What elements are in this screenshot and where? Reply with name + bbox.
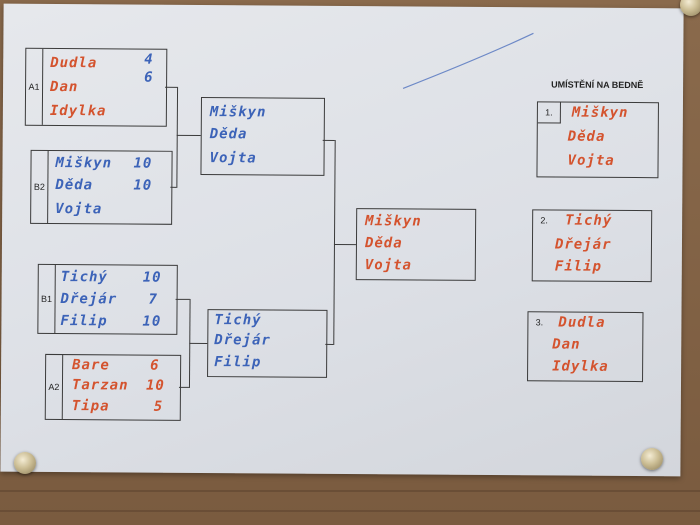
player-score: 6 bbox=[150, 357, 160, 374]
player-name: Filip bbox=[60, 313, 108, 330]
group-label: A1 bbox=[25, 48, 44, 125]
group-box-b2: B2 Miškyn Děda Vojta 10 10 bbox=[30, 149, 173, 225]
player-name: Tichý bbox=[60, 269, 108, 286]
player-score: 10 bbox=[145, 377, 165, 394]
player-score: 7 bbox=[148, 291, 159, 308]
bracket-line bbox=[176, 86, 179, 188]
player-name: Vojta bbox=[209, 150, 257, 167]
podium-place-1: 1. Miškyn Děda Vojta bbox=[536, 101, 659, 179]
player-name: Dřejár bbox=[214, 332, 271, 349]
player-name: Miškyn bbox=[571, 104, 629, 121]
bracket-line bbox=[325, 343, 334, 345]
player-name: Tarzan bbox=[71, 377, 129, 394]
player-name: Miškyn bbox=[209, 104, 267, 121]
bracket-line bbox=[165, 86, 178, 88]
player-name: Vojta bbox=[55, 200, 103, 218]
player-score: 10 bbox=[142, 313, 162, 330]
bracket-line bbox=[322, 139, 335, 141]
player-name: Dan bbox=[552, 336, 581, 353]
group-label: A2 bbox=[45, 354, 64, 420]
group-box-a2: A2 Bare Tarzan Tipa 6 10 5 bbox=[44, 353, 182, 421]
player-name: Děda bbox=[209, 126, 248, 143]
player-name: Filip bbox=[214, 354, 262, 371]
player-name: Tipa bbox=[71, 398, 110, 415]
player-name: Vojta bbox=[567, 152, 615, 169]
player-name: Idylka bbox=[49, 102, 107, 120]
group-label: B1 bbox=[38, 264, 56, 334]
place-rank: 3. bbox=[535, 317, 544, 328]
player-name: Dan bbox=[50, 78, 79, 96]
player-name: Bare bbox=[72, 357, 110, 374]
bracket-line bbox=[176, 134, 201, 137]
group-box-b1: B1 Tichý Dřejár Filip 10 7 10 bbox=[37, 263, 178, 335]
pen-stroke bbox=[402, 32, 534, 89]
bracket-line bbox=[189, 342, 208, 345]
player-name: Dřejár bbox=[60, 291, 118, 308]
player-name: Miškyn bbox=[55, 154, 113, 172]
bracket-line bbox=[333, 243, 356, 246]
player-name: Děda bbox=[364, 235, 403, 252]
player-name: Vojta bbox=[364, 257, 413, 274]
semifinal-box-1: Miškyn Děda Vojta bbox=[200, 97, 325, 176]
player-name: Dřejár bbox=[554, 236, 612, 253]
player-name: Děda bbox=[55, 176, 94, 194]
player-score: 5 bbox=[153, 398, 164, 415]
group-box-a1: A1 Dudla Dan Idylka 4 6 bbox=[24, 47, 168, 127]
thumbtack-icon bbox=[14, 452, 36, 474]
bracket-line bbox=[175, 298, 190, 300]
player-score: 10 bbox=[142, 269, 162, 286]
bracket-sheet: A1 Dudla Dan Idylka 4 6 B2 Miškyn Děda V… bbox=[0, 3, 684, 477]
bracket-line bbox=[178, 386, 189, 388]
player-name: Tichý bbox=[565, 212, 613, 229]
thumbtack-icon bbox=[680, 0, 700, 16]
bracket-line bbox=[333, 139, 336, 345]
place-rank: 1. bbox=[537, 102, 561, 124]
final-box: Miškyn Děda Vojta bbox=[355, 208, 477, 281]
semifinal-box-2: Tichý Dřejár Filip bbox=[207, 309, 328, 378]
place-rank: 2. bbox=[540, 215, 548, 226]
podium-title: UMÍSTĚNÍ NA BEDNĚ bbox=[551, 79, 644, 91]
player-score: 10 bbox=[133, 155, 153, 172]
thumbtack-icon bbox=[641, 448, 663, 470]
podium-place-2: 2. Tichý Dřejár Filip bbox=[531, 209, 653, 283]
player-name: Dudla bbox=[50, 54, 98, 72]
player-score: 6 bbox=[144, 69, 154, 86]
player-name: Tichý bbox=[214, 312, 262, 329]
player-name: Filip bbox=[554, 258, 603, 275]
podium-place-3: 3. Dudla Dan Idylka bbox=[527, 311, 644, 383]
player-score: 4 bbox=[144, 51, 154, 68]
player-name: Děda bbox=[567, 128, 606, 145]
player-name: Idylka bbox=[552, 358, 609, 375]
player-name: Dudla bbox=[558, 314, 606, 331]
player-score: 10 bbox=[133, 177, 153, 194]
group-label: B2 bbox=[31, 150, 49, 223]
player-name: Miškyn bbox=[365, 213, 422, 230]
